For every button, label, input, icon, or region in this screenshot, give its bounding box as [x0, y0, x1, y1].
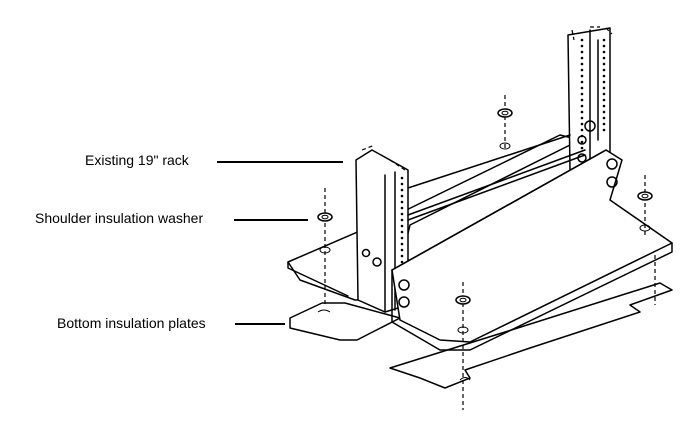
washer-front — [455, 282, 471, 410]
callout-existing-rack: Existing 19" rack — [85, 152, 189, 168]
rack-hole — [580, 74, 584, 78]
rack-hole — [602, 56, 606, 60]
rack-hole — [602, 68, 606, 72]
rack-hole — [580, 122, 584, 126]
rack-hole — [602, 92, 606, 96]
base-plate-right — [391, 120, 673, 351]
rack-hole — [400, 200, 404, 204]
rack-hole — [580, 80, 584, 84]
rack-hole — [400, 206, 404, 210]
rack-hole — [580, 98, 584, 102]
rack-hole — [580, 44, 584, 48]
rack-hole — [580, 38, 584, 42]
rack-hole — [602, 50, 606, 54]
washer-left — [317, 188, 333, 305]
rack-hole — [580, 62, 584, 66]
rack-hole — [580, 68, 584, 72]
washer-rear — [497, 95, 513, 150]
rack-hole — [580, 110, 584, 114]
rack-hole — [602, 38, 606, 42]
rack-hole — [602, 62, 606, 66]
bottom-insulation-plate-right — [389, 282, 673, 389]
rack-hole — [580, 50, 584, 54]
callout-shoulder-washer: Shoulder insulation washer — [35, 210, 204, 226]
rack-hole — [580, 116, 584, 120]
rack-hole — [400, 182, 404, 186]
rack-hole — [580, 56, 584, 60]
rack-hole — [580, 146, 584, 150]
rack-hole — [602, 104, 606, 108]
rack-hole — [602, 116, 606, 120]
rack-hole — [580, 104, 584, 108]
rack-hole — [602, 122, 606, 126]
leader-existing-rack — [217, 161, 343, 163]
washer-right — [637, 175, 656, 305]
callout-bottom-plates: Bottom insulation plates — [57, 315, 206, 331]
rack-hole — [602, 74, 606, 78]
rack-hole — [400, 254, 404, 258]
rack-hole — [580, 86, 584, 90]
rack-hole — [400, 260, 404, 264]
rack-hole — [602, 80, 606, 84]
leader-shoulder-washer — [234, 219, 308, 221]
side-rail — [407, 134, 586, 221]
leader-bottom-plates — [235, 323, 285, 325]
rack-hole — [400, 230, 404, 234]
bottom-insulation-plate-left — [289, 302, 401, 341]
rack-hole — [400, 194, 404, 198]
rack-hole — [580, 92, 584, 96]
rack-hole — [400, 188, 404, 192]
rear-rack-upright — [567, 26, 613, 171]
rack-hole — [580, 140, 584, 144]
rack-hole — [400, 224, 404, 228]
rack-hole — [602, 128, 606, 132]
rear-rack-holes — [580, 38, 606, 150]
rack-hole — [400, 248, 404, 252]
rack-hole — [400, 236, 404, 240]
rack-hole — [602, 110, 606, 114]
rack-hole — [602, 98, 606, 102]
rack-hole — [400, 242, 404, 246]
rack-hole — [400, 212, 404, 216]
rack-hole — [602, 86, 606, 90]
rack-hole — [400, 176, 404, 180]
rack-hole — [602, 44, 606, 48]
rack-hole — [400, 218, 404, 222]
rack-hole — [580, 128, 584, 132]
